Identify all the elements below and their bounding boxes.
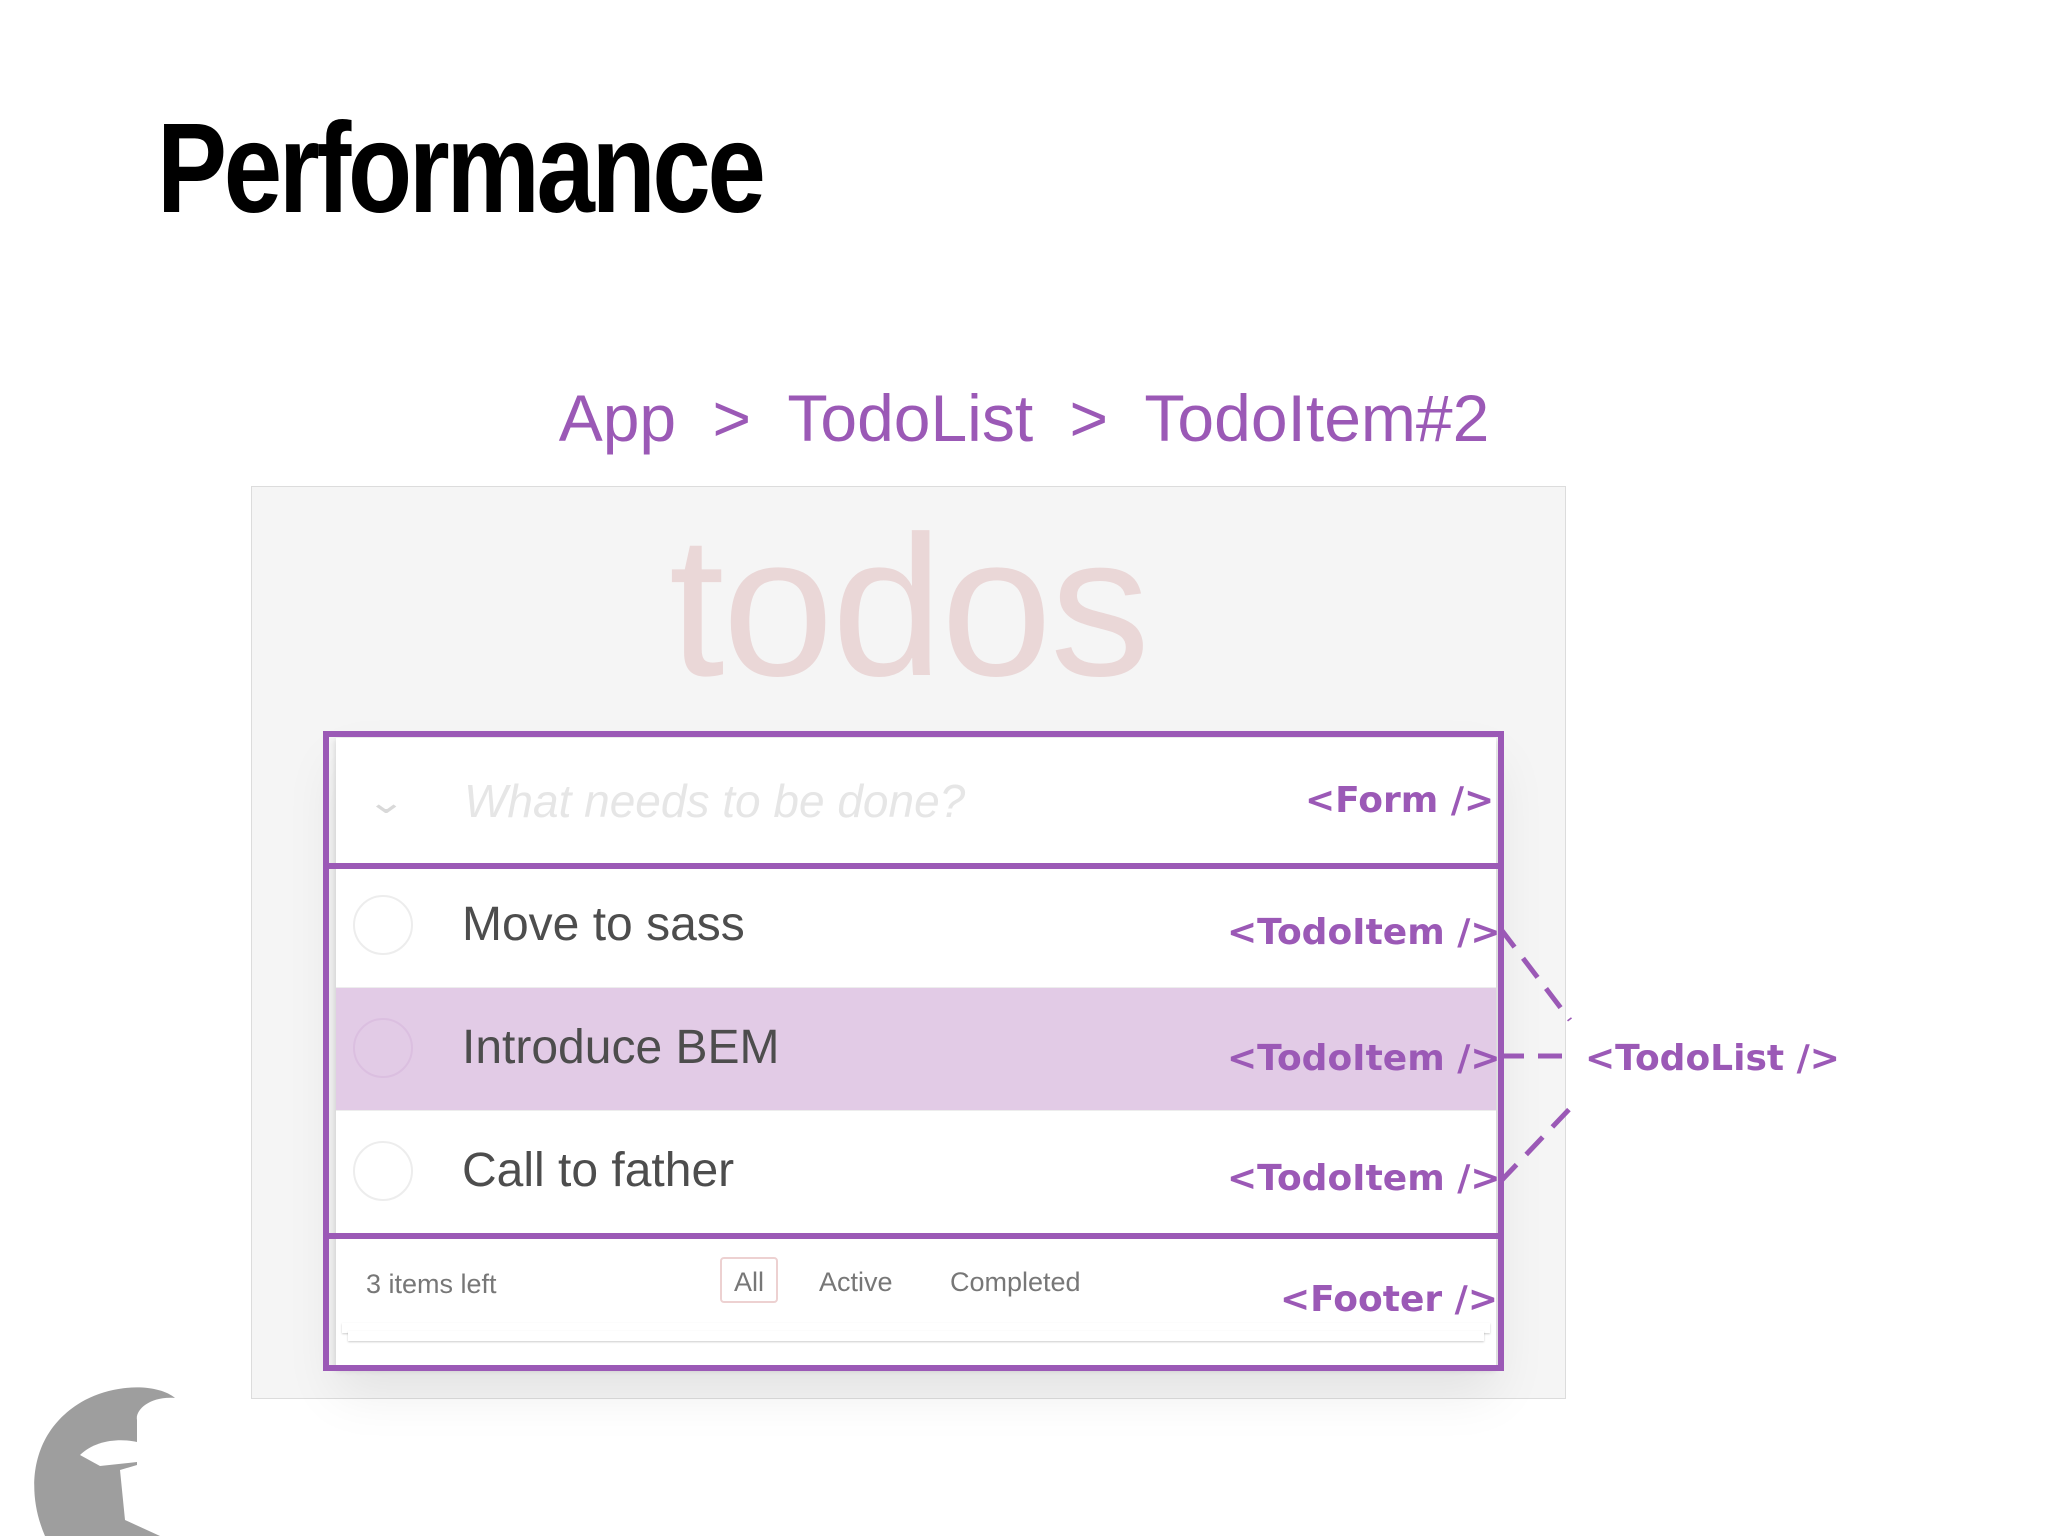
- footer-annotation: <Footer />: [1280, 1279, 1498, 1320]
- todo-item-label[interactable]: Move to sass: [462, 898, 745, 951]
- breadcrumb-app: App: [558, 381, 677, 455]
- filter-completed[interactable]: Completed: [950, 1267, 1081, 1297]
- filter-active[interactable]: Active: [819, 1267, 893, 1297]
- todo-item-label[interactable]: Call to father: [462, 1144, 735, 1197]
- todoitem-annotation: <TodoItem />: [1227, 1158, 1501, 1199]
- slide-title: Performance: [157, 97, 766, 240]
- breadcrumb-todolist: TodoList: [787, 381, 1034, 455]
- filter-all[interactable]: All: [720, 1257, 779, 1303]
- items-left-count: 3 items left: [366, 1269, 497, 1299]
- breadcrumb-separator: >: [1069, 381, 1109, 455]
- new-todo-input[interactable]: [462, 770, 1246, 832]
- toggle-complete-checkbox[interactable]: [353, 1141, 413, 1201]
- breadcrumb-separator: >: [712, 381, 752, 455]
- todoitem-annotation: <TodoItem />: [1227, 1038, 1501, 1079]
- toggle-complete-checkbox[interactable]: [353, 1018, 413, 1078]
- card-stack-shadow: [348, 1331, 1484, 1341]
- breadcrumb-todoitem: TodoItem#2: [1144, 381, 1490, 455]
- todoitem-annotation: <TodoItem />: [1227, 912, 1501, 953]
- spartan-helmet-icon: [34, 1387, 175, 1536]
- chevron-down-icon[interactable]: ⌄: [366, 783, 407, 821]
- breadcrumb: App > TodoList > TodoItem#2: [0, 380, 2048, 456]
- todolist-annotation: <TodoList />: [1585, 1038, 1840, 1079]
- app-heading: todos: [668, 495, 1150, 718]
- form-annotation: <Form />: [1305, 780, 1495, 821]
- todo-item-label[interactable]: Introduce BEM: [462, 1021, 780, 1074]
- toggle-complete-checkbox[interactable]: [353, 895, 413, 955]
